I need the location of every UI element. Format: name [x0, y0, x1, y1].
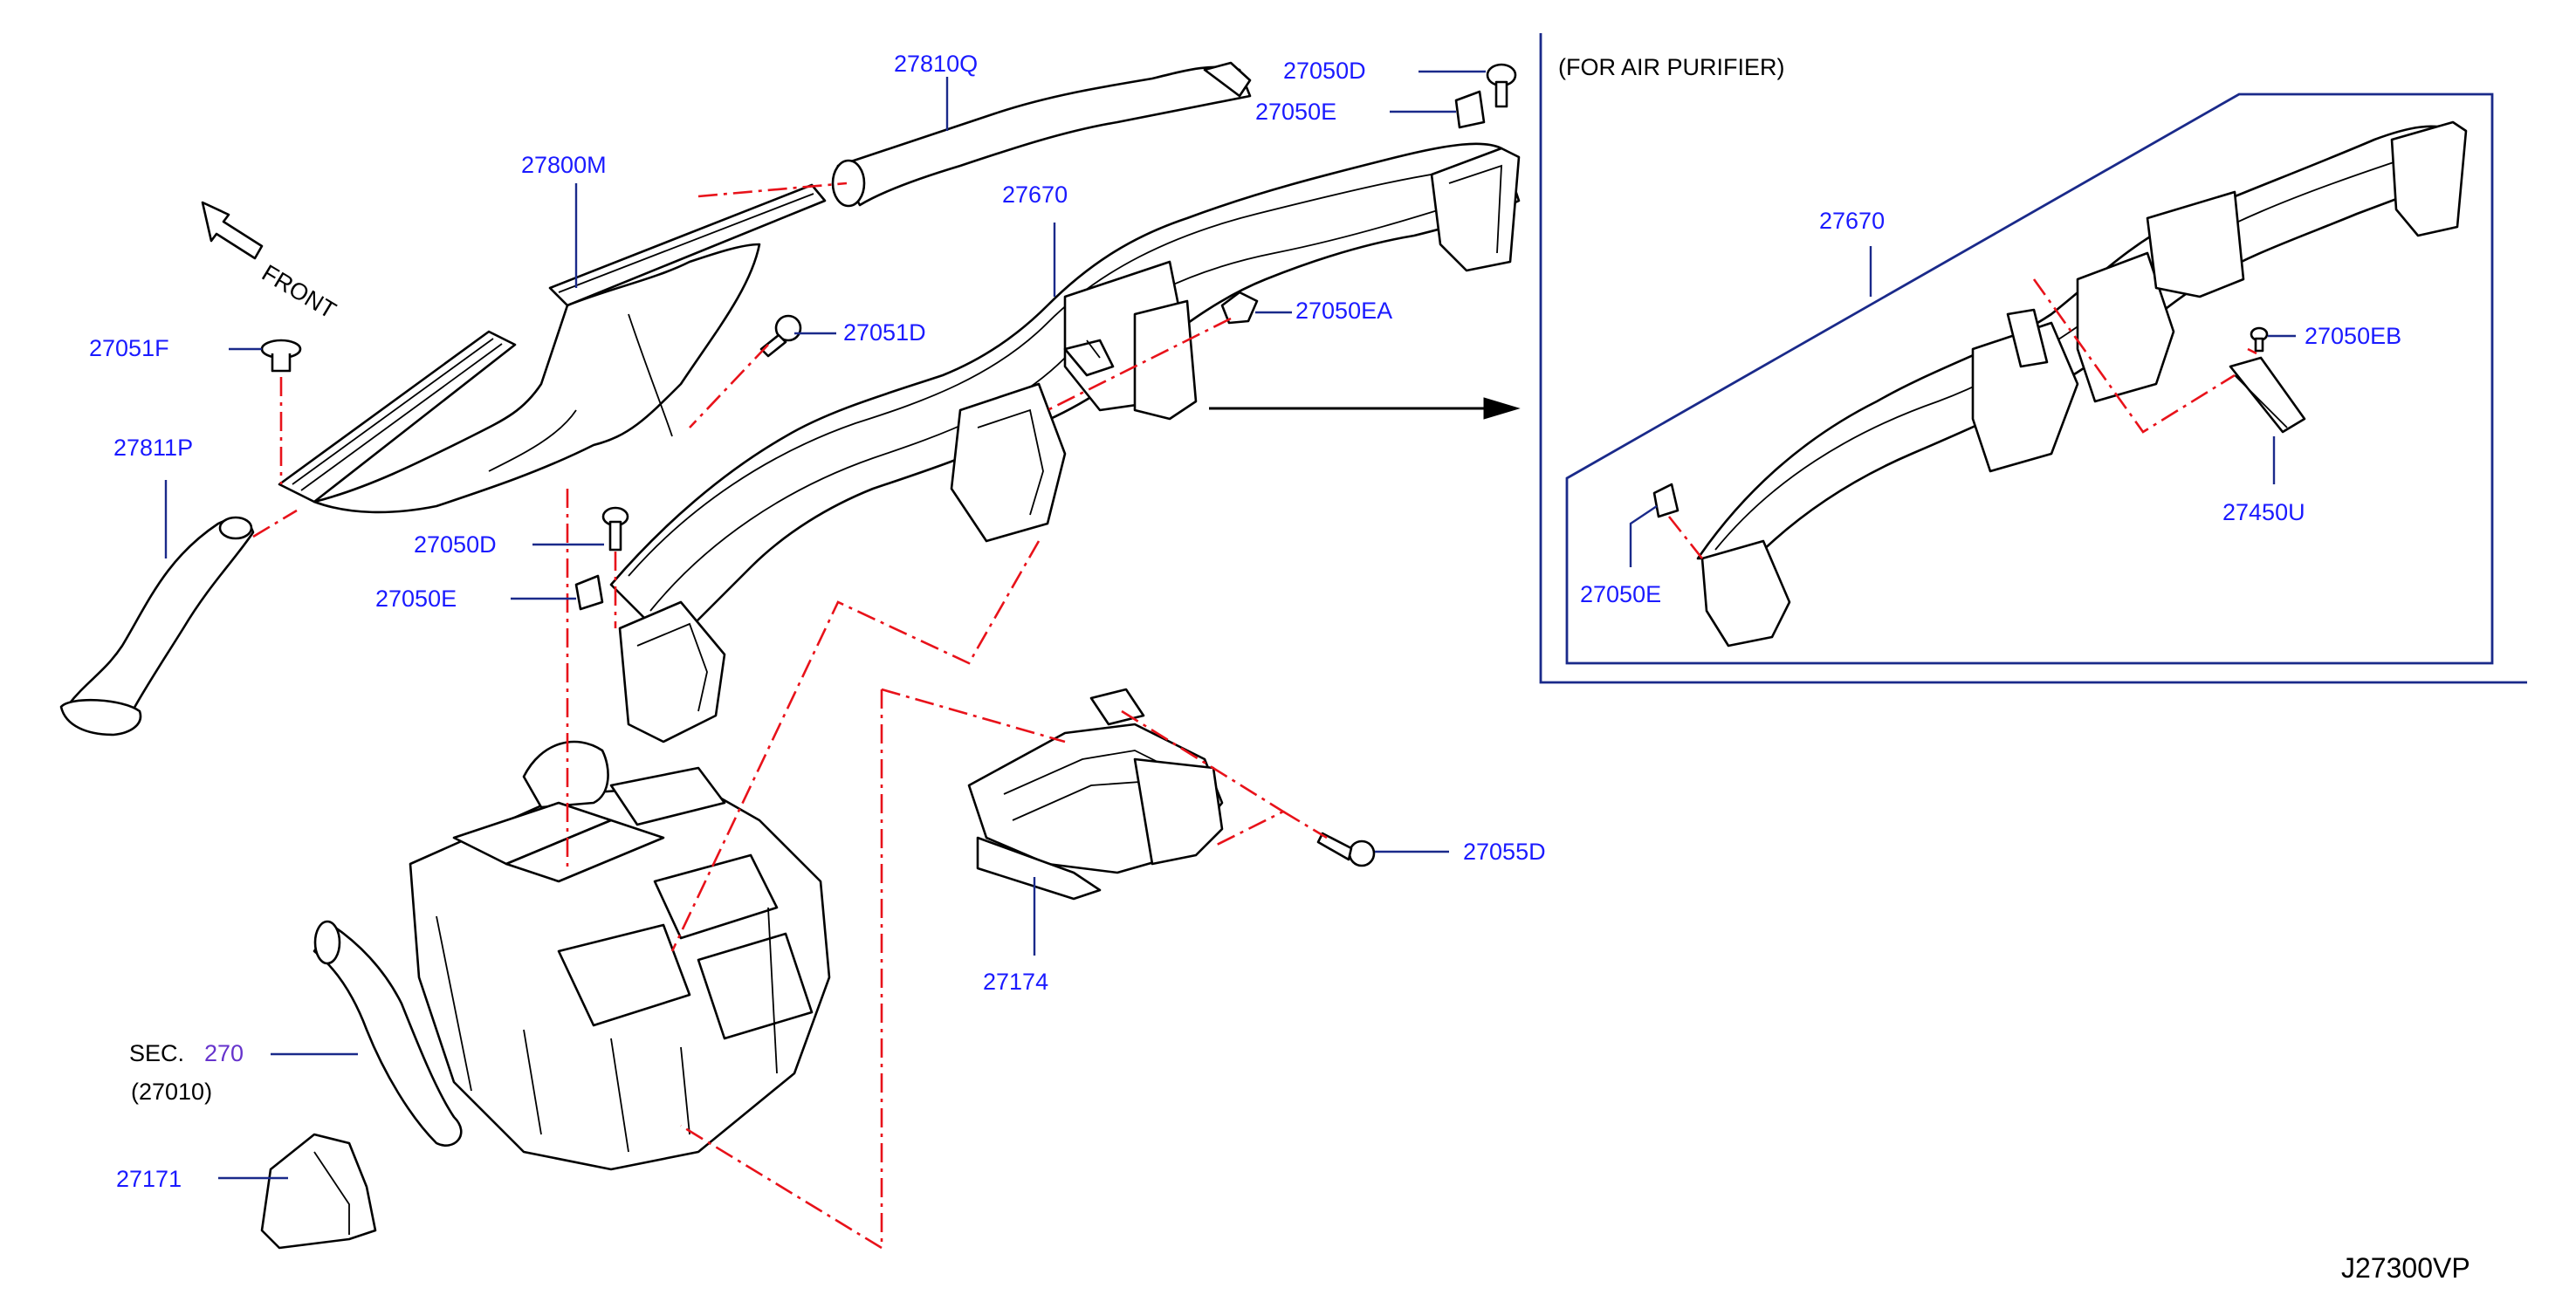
screw-27050D-top-icon — [1486, 63, 1517, 108]
duct-27810Q — [831, 61, 1252, 208]
duct-27811P — [59, 516, 255, 737]
label-27171: 27171 — [116, 1166, 182, 1192]
clip-27051F-icon — [260, 339, 302, 373]
label-27051D: 27051D — [843, 319, 926, 346]
sec-ref-number: 270 — [204, 1040, 244, 1066]
leader-lines — [164, 70, 2296, 1180]
label-27050E-top: 27050E — [1255, 99, 1336, 125]
inset-label-27050E: 27050E — [1580, 581, 1661, 607]
sec-ref-part: (27010) — [131, 1079, 212, 1105]
label-27670: 27670 — [1002, 182, 1068, 208]
diagram-code: J27300VP — [2341, 1252, 2470, 1284]
label-27050EA: 27050EA — [1295, 298, 1392, 324]
front-label: FRONT — [258, 259, 340, 324]
clip-27050E-mid-icon — [574, 574, 604, 611]
duct-27800M — [278, 183, 827, 514]
inset-label-27050EB: 27050EB — [2305, 323, 2401, 349]
inset-label-27450U: 27450U — [2222, 499, 2305, 525]
inset-title: (FOR AIR PURIFIER) — [1558, 54, 1785, 80]
label-27800M: 27800M — [521, 152, 607, 178]
sec-ref-prefix: SEC. — [129, 1040, 184, 1066]
label-27050D-top: 27050D — [1283, 58, 1366, 84]
front-arrow-icon — [201, 201, 264, 260]
reference-lines — [252, 182, 1328, 1250]
screw-27055D-icon — [1316, 832, 1376, 867]
cover-27171 — [260, 1133, 377, 1250]
label-27050D-mid: 27050D — [414, 531, 497, 558]
inset-clip-27050E-icon — [1652, 483, 1680, 518]
label-27055D: 27055D — [1463, 839, 1546, 865]
label-27811P: 27811P — [113, 435, 193, 461]
air-purifier-inset — [1539, 33, 2527, 684]
label-27051F: 27051F — [89, 335, 169, 361]
ventilator-27174 — [967, 688, 1224, 901]
label-27810Q: 27810Q — [894, 51, 978, 77]
label-27174: 27174 — [983, 969, 1048, 995]
label-27050E-mid: 27050E — [375, 586, 457, 612]
inset-label-27670: 27670 — [1819, 208, 1885, 234]
inset-clip-27050EB-icon — [2250, 326, 2269, 353]
heater-unit-27010 — [313, 740, 831, 1171]
clip-27050E-top-icon — [1454, 90, 1486, 129]
screw-27051D-icon — [759, 314, 802, 358]
inset-arrow-icon — [1209, 397, 1521, 420]
duct-27670 — [609, 142, 1521, 743]
screw-27050D-mid-icon — [601, 506, 629, 552]
